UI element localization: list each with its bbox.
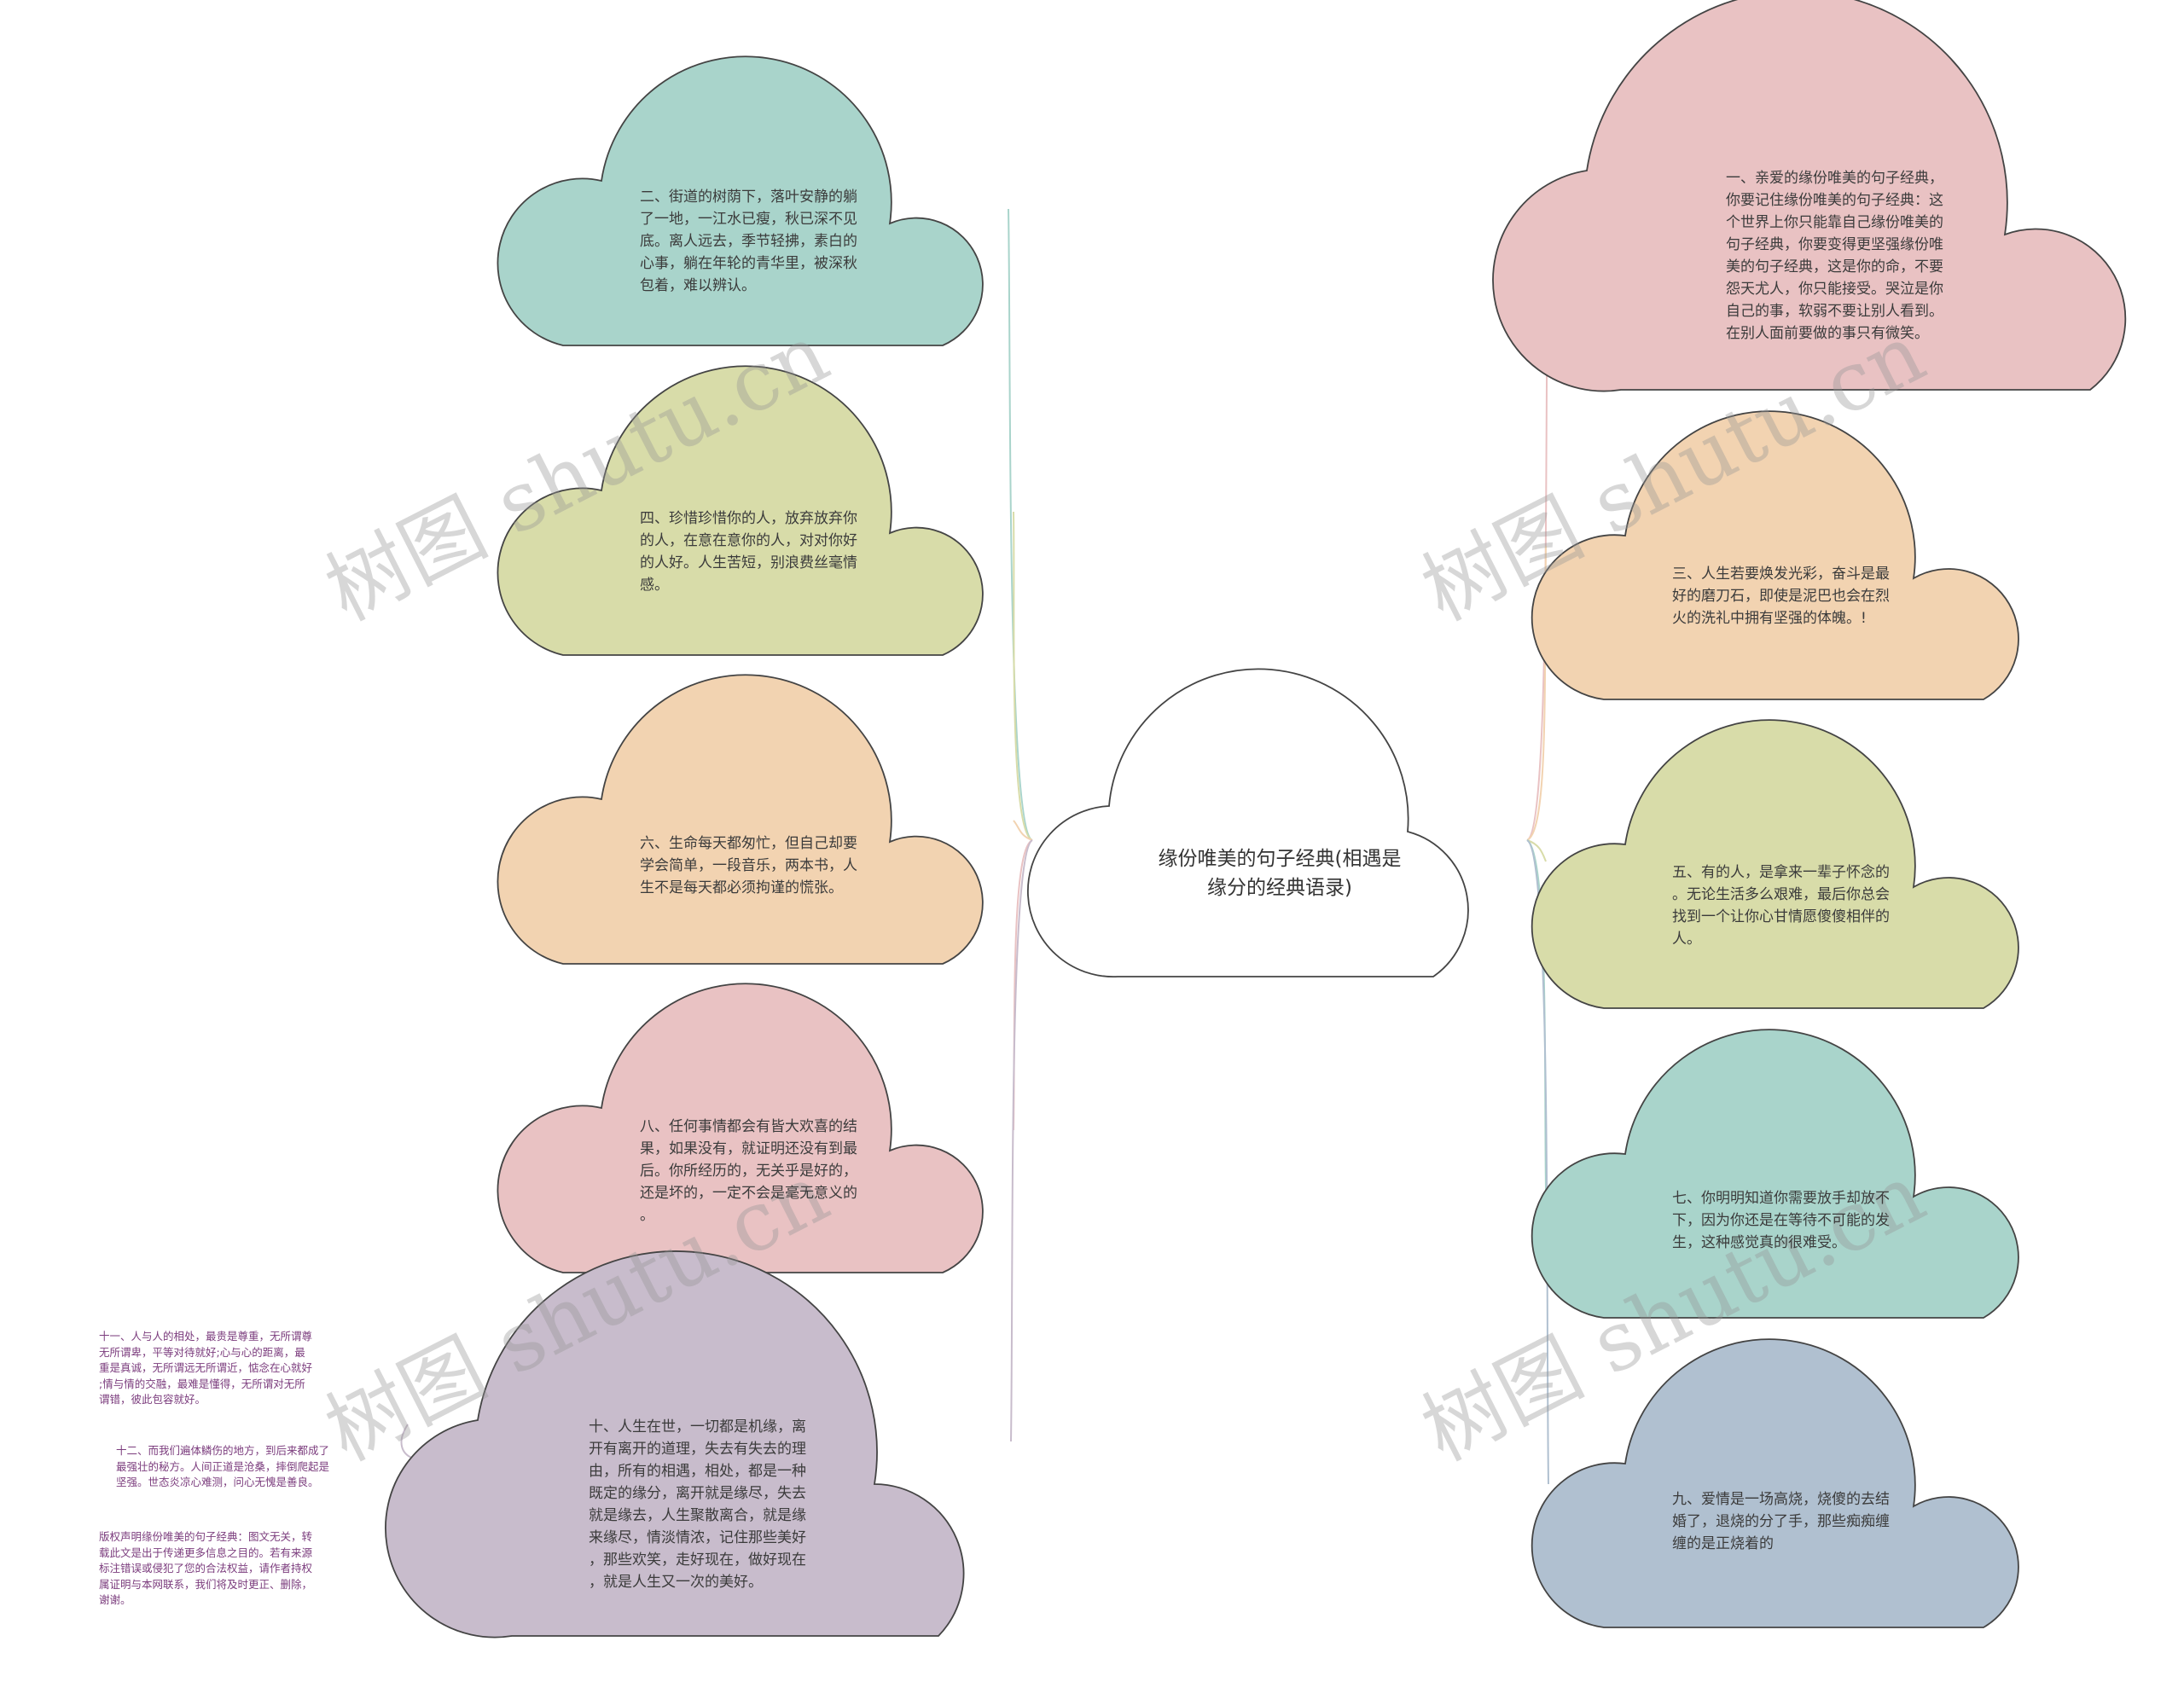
cloud-n2-shape (497, 55, 984, 346)
cloud-n8-shape (497, 983, 984, 1273)
node-text-n2: 二、街道的树荫下，落叶安静的躺 了一地，一江水已瘦，秋已深不见 底。离人远去，季… (640, 188, 857, 294)
cloud-n4-shape (497, 365, 984, 656)
cloud-n10-shape (385, 1250, 965, 1638)
connectors-right (1526, 221, 1549, 1485)
copyright-note: 版权声明缘份唯美的句子经典：图文无关，转 载此文是出于传递更多信息之目的。若有来… (99, 1530, 313, 1606)
connectors-left (1008, 208, 1033, 1442)
node-text-n5: 五、有的人，是拿来一辈子怀念的 。无论生活多么艰难，最后你总会 找到一个让你心甘… (1672, 864, 1890, 948)
connector-n5 (1526, 839, 1547, 862)
note-twelve: 十二、而我们遍体鳞伤的地方，到后来都成了 最强壮的秘方。人间正道是沧桑，摔倒爬起… (116, 1444, 330, 1488)
cloud-n3-shape (1531, 410, 2019, 700)
node-text-n7: 七、你明明知道你需要放手却放不 下，因为你还是在等待不可能的发 生，这种感觉真的… (1672, 1190, 1890, 1251)
connector-n10 (1010, 839, 1033, 1442)
node-text-n9: 九、爱情是一场高烧，烧傻的去结 婚了，退烧的分了手，那些痴痴缠 缠的是正烧着的 (1672, 1491, 1890, 1552)
connector-n4 (1013, 511, 1033, 841)
cloud-n5-shape (1531, 719, 2019, 1009)
node-text-n1: 一、亲爱的缘份唯美的句子经典， 你要记住缘份唯美的句子经典：这 个世界上你只能靠… (1726, 170, 1943, 342)
cloud-n1-shape (1492, 0, 2127, 392)
cloud-n6-shape (497, 674, 984, 965)
cloud-n7-shape (1531, 1029, 2019, 1319)
node-text-n6: 六、生命每天都匆忙，但自己却要 学会简单，一段音乐，两本书，人 生不是每天都必须… (640, 835, 857, 896)
node-text-n10: 十、人生在世，一切都是机缘，离 开有离开的道理，失去有失去的理 由，所有的相遇，… (589, 1418, 806, 1591)
connector-n2 (1008, 208, 1033, 841)
connector-n9 (1526, 839, 1549, 1485)
cloud-n9-shape (1531, 1338, 2019, 1628)
node-text-n4: 四、珍惜珍惜你的人，放弃放弃你 的人，在意在意你的人，对对你好 的人好。人生苦短… (640, 510, 857, 594)
connector-n6 (1013, 820, 1033, 841)
node-text-n8: 八、任何事情都会有皆大欢喜的结 果，如果没有，就证明还没有到最 后。你所经历的，… (640, 1118, 857, 1224)
center-cloud-shape (1027, 668, 1469, 977)
node-text-n3: 三、人生若要焕发光彩，奋斗是最 好的磨刀石，即使是泥巴也会在烈 火的洗礼中拥有坚… (1672, 566, 1890, 627)
center-title: 缘份唯美的句子经典(相遇是缘分的经典语录) (1158, 848, 1402, 899)
note-eleven: 十一、人与人的相处，最贵是尊重，无所谓尊 无所谓卑，平等对待就好;心与心的距离，… (99, 1330, 313, 1406)
